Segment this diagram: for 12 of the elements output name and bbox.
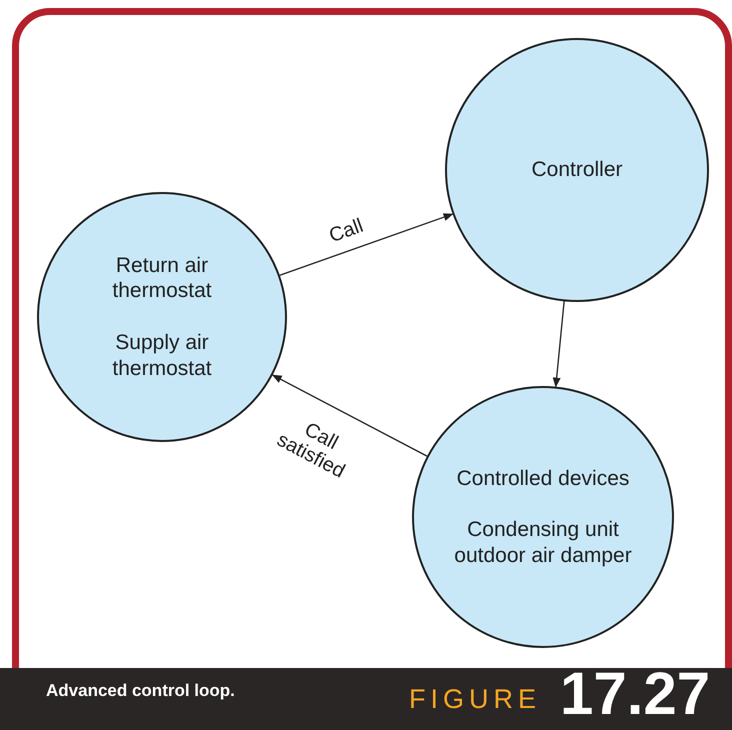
node-text: Controller: [531, 157, 623, 183]
edge-label: Call: [326, 214, 366, 247]
arrow: [272, 374, 428, 457]
node-text: Supply air thermostat: [111, 330, 213, 382]
arrow: [280, 213, 454, 276]
node-text: Return air thermostat: [111, 252, 213, 304]
arrow: [552, 301, 565, 388]
node-text: Controlled devices: [456, 466, 630, 492]
node-text: Condensing unit outdoor air damper: [453, 517, 633, 568]
caption: Advanced control loop.: [46, 681, 236, 702]
figure-number: 17.27: [560, 664, 710, 724]
figure-label: FIGURE: [409, 684, 542, 715]
